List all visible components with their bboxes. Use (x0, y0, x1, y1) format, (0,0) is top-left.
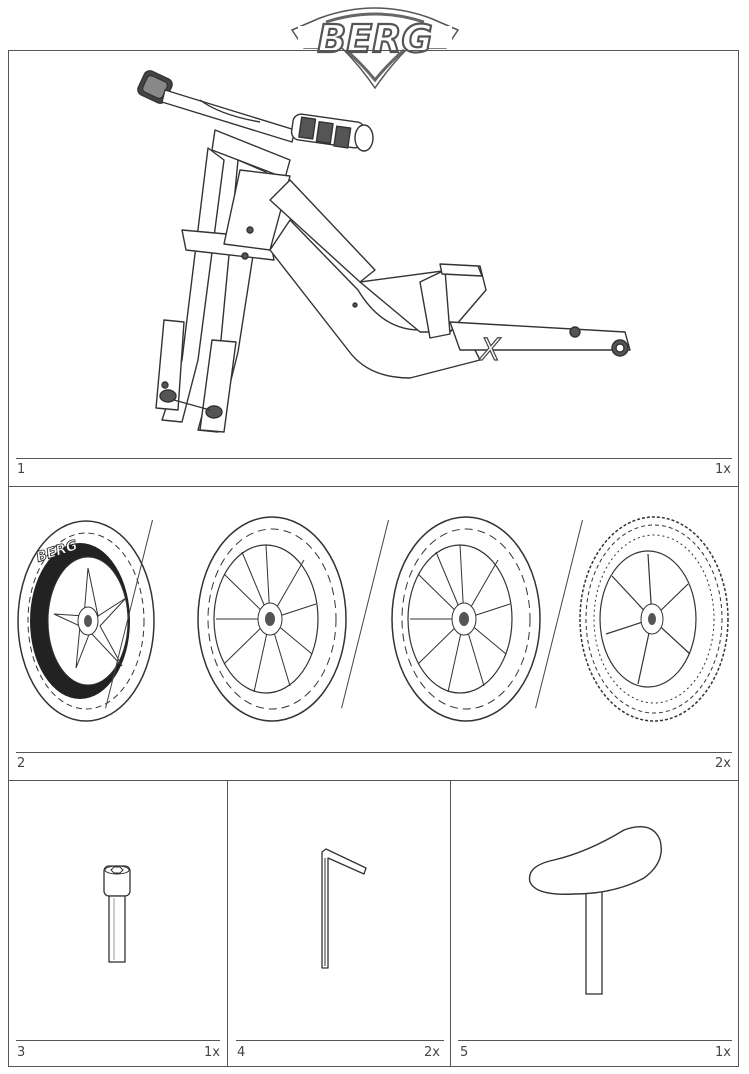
label-line (458, 1040, 732, 1041)
logo-text: BERG (317, 17, 432, 61)
label-line (16, 458, 732, 459)
part-1-quantity: 1x (715, 462, 731, 477)
bolt-drawing (103, 865, 131, 963)
label-line (16, 752, 732, 753)
part-2-quantity: 2x (715, 756, 731, 771)
part-1-number: 1 (17, 462, 26, 477)
part-5-quantity: 1x (715, 1045, 731, 1060)
divider (227, 780, 228, 1067)
wheel-knobby (579, 516, 729, 722)
part-3-number: 3 (17, 1045, 26, 1060)
part-2-number: 2 (17, 756, 26, 771)
part-4-quantity: 2x (424, 1045, 440, 1060)
frame-mark: X (478, 333, 502, 368)
divider (8, 780, 739, 781)
berg-logo: BERG (290, 4, 460, 90)
divider (450, 780, 451, 1067)
label-line (16, 1040, 220, 1041)
parts-frame (8, 50, 739, 1067)
wheel-spoked-1 (197, 516, 347, 722)
part-4-number: 4 (237, 1045, 246, 1060)
part-3-quantity: 1x (204, 1045, 220, 1060)
allen-key-drawing (321, 848, 367, 969)
divider (8, 486, 739, 487)
saddle-drawing (528, 826, 662, 995)
balance-bike-frame-drawing: X (137, 70, 631, 433)
part-5-number: 5 (460, 1045, 469, 1060)
wheel-spoked-2 (391, 516, 541, 722)
label-line (236, 1040, 444, 1041)
wheel-solid-rim: BERG (17, 520, 155, 722)
